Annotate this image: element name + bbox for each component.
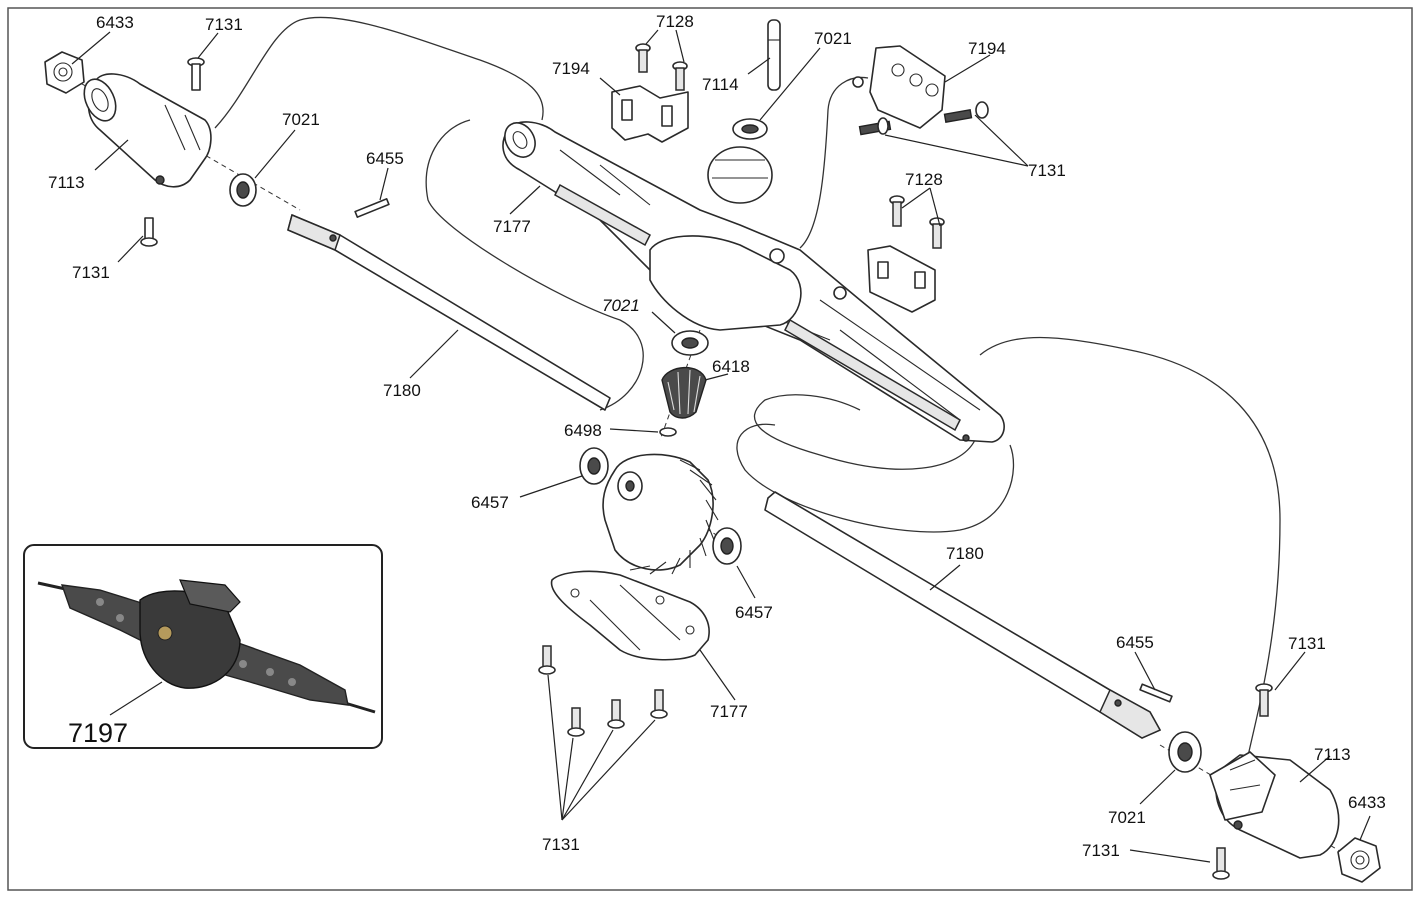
hub-carrier-right <box>1209 751 1340 859</box>
label-bearing-pinion: 7021 <box>602 296 640 315</box>
screw-bottom-right <box>1212 847 1230 880</box>
label-pin-top: 7114 <box>702 75 739 94</box>
housing-cover <box>550 570 710 661</box>
bearing-right <box>1168 731 1202 773</box>
hub-carrier-left <box>83 73 212 188</box>
hex-nut-right <box>1337 837 1381 883</box>
pin-top <box>767 19 781 91</box>
shock-mount-right <box>852 45 946 129</box>
screws-right <box>858 101 989 136</box>
label-shaft-left: 7180 <box>383 381 421 400</box>
label-screw-top-right: 7131 <box>1288 634 1326 653</box>
axle-shaft-left <box>287 213 611 411</box>
screw-top-right <box>1255 683 1273 717</box>
label-screw-top-left: 7131 <box>205 15 243 34</box>
label-mount-left: 7194 <box>552 59 590 78</box>
label-pin-right: 6455 <box>1116 633 1154 652</box>
bearing-top <box>732 118 768 140</box>
pinion-gear <box>661 366 707 419</box>
label-cover: 7177 <box>710 702 748 721</box>
label-nut-left: 6433 <box>96 13 134 32</box>
flow-curve-right-inner <box>753 394 976 470</box>
label-screws-right: 7131 <box>1028 161 1066 180</box>
screw-top-left <box>187 57 205 91</box>
label-diff-bearing-left: 6457 <box>471 493 509 512</box>
flow-curve-upper-left <box>214 16 544 129</box>
diff-bearing-right <box>712 527 742 565</box>
label-screws-top: 7128 <box>656 12 694 31</box>
label-mount-right: 7194 <box>968 39 1006 58</box>
label-diff-bearing-right: 6457 <box>735 603 773 622</box>
label-pin-left: 6455 <box>366 149 404 168</box>
axle-housing-upper <box>502 121 1005 443</box>
axle-shaft-right <box>764 491 1162 739</box>
screws-top-left <box>635 43 688 91</box>
flow-curve-right-loop <box>736 423 1015 533</box>
diagram-frame <box>7 7 1413 891</box>
label-hub-right: 7113 <box>1314 745 1351 764</box>
label-pinion-gear: 6418 <box>712 357 750 376</box>
flow-curve-top-right <box>799 76 869 249</box>
label-cover-screws: 7131 <box>542 835 580 854</box>
cover-screws <box>538 645 668 737</box>
screws-mid <box>889 195 945 249</box>
bearing-left <box>229 173 257 207</box>
label-bearing-top: 7021 <box>814 29 852 48</box>
differential-ring-gear <box>602 453 719 575</box>
flow-curve-left-loop <box>425 119 644 411</box>
screw-bottom-left <box>140 217 158 247</box>
label-assembly: 7197 <box>68 718 128 748</box>
pin-left <box>354 198 390 218</box>
label-screw-bottom-right: 7131 <box>1082 841 1120 860</box>
shock-mount-left <box>611 85 689 143</box>
flow-curve-right-big <box>979 336 1281 771</box>
label-nut-right: 6433 <box>1348 793 1386 812</box>
diff-bearing-left <box>579 447 609 485</box>
label-housing-upper: 7177 <box>493 217 531 236</box>
label-hub-left: 7113 <box>48 173 85 192</box>
washer <box>659 427 677 437</box>
label-shaft-right: 7180 <box>946 544 984 563</box>
label-bearing-right: 7021 <box>1108 808 1146 827</box>
assembly-photo <box>37 579 376 714</box>
assembly-inset <box>23 544 383 749</box>
label-washer: 6498 <box>564 421 602 440</box>
shock-mount-mid <box>867 245 936 313</box>
label-screw-bottom-left: 7131 <box>72 263 110 282</box>
label-bearing-left: 7021 <box>282 110 320 129</box>
bearing-pinion <box>671 330 709 356</box>
pin-right <box>1139 683 1173 703</box>
leader-lines <box>71 29 1371 863</box>
label-screws-mid: 7128 <box>905 170 943 189</box>
